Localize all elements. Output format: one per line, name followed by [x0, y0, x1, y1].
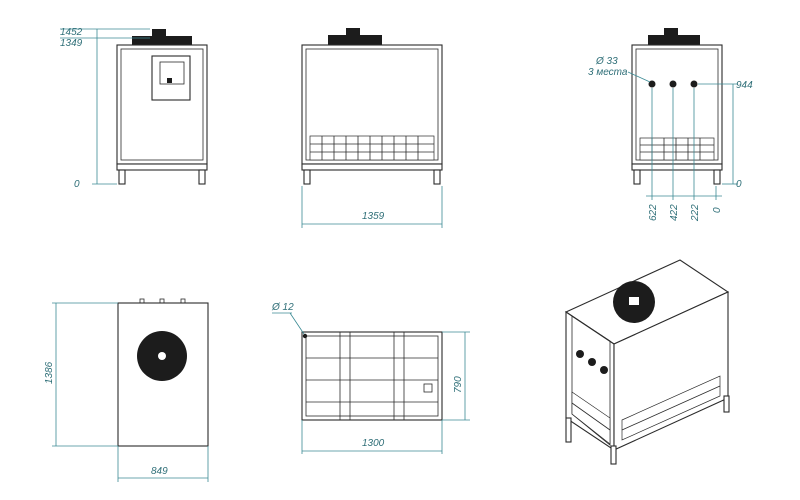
dim-zero-right: 0	[736, 179, 742, 190]
dim-spacing-622: 622	[648, 204, 659, 221]
pipe-connection-3	[690, 80, 698, 88]
dim-hole-diameter: Ø 33	[595, 56, 618, 67]
side-view-left: 1452 1349 0	[60, 27, 208, 190]
dim-height-fan: 1349	[60, 38, 83, 49]
side-view-right: Ø 33 3 места 944 0 622 422 222 0	[588, 28, 753, 222]
pipe-connection-2	[669, 80, 677, 88]
dim-spacing-222: 222	[690, 204, 701, 222]
front-view: 1359	[301, 28, 443, 228]
dim-top-length: 1386	[44, 361, 55, 384]
dim-hole-height: 944	[736, 80, 753, 91]
top-view: 1386 849	[44, 298, 209, 482]
bottom-view: Ø 12 790 1300	[271, 302, 470, 454]
dim-front-width: 1359	[362, 211, 385, 222]
dim-bottom-depth: 790	[453, 376, 464, 393]
dim-height-total: 1452	[60, 27, 83, 38]
mount-hole-icon	[302, 333, 308, 339]
dim-top-width: 849	[151, 466, 168, 477]
dim-mount-hole: Ø 12	[271, 302, 294, 313]
dim-spacing-422: 422	[669, 204, 680, 221]
dim-zero-left: 0	[74, 179, 80, 190]
dim-spacing-zero: 0	[712, 207, 723, 213]
isometric-view	[564, 259, 730, 465]
pipe-connection-1	[648, 80, 656, 88]
dim-hole-count: 3 места	[588, 67, 628, 78]
dim-bottom-length: 1300	[362, 438, 385, 449]
front-grille	[309, 135, 435, 161]
